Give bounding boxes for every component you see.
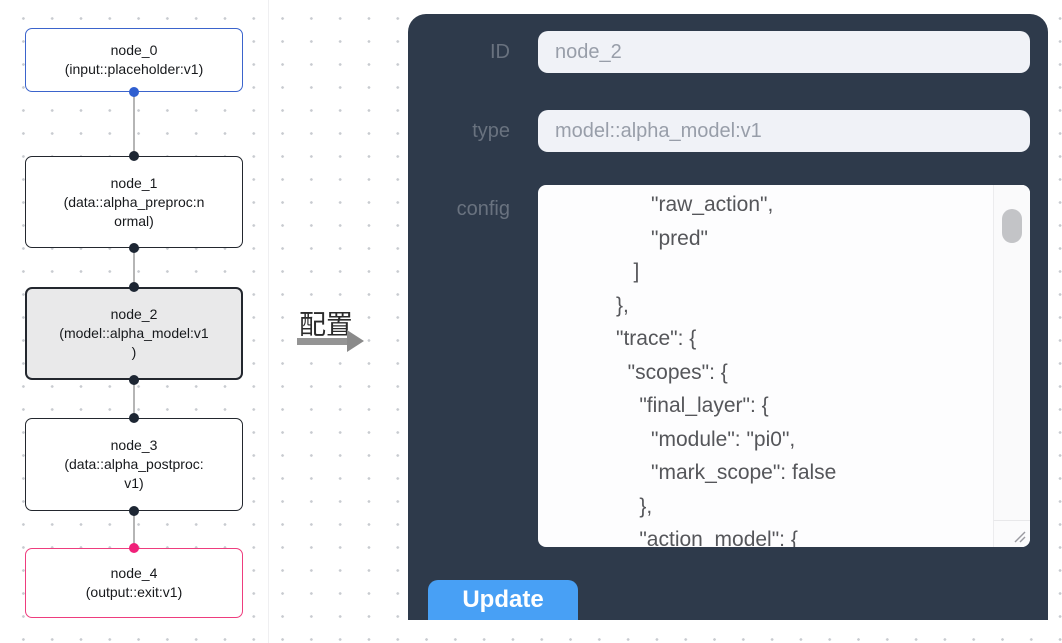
node-title: node_2 bbox=[110, 306, 158, 322]
node-subtitle: (model::alpha_model:v1 bbox=[59, 325, 209, 341]
edge-node1-node2 bbox=[133, 248, 135, 287]
connection-port[interactable] bbox=[129, 543, 139, 553]
config-textarea[interactable]: "raw_action", "pred" ] }, "trace": { "sc… bbox=[538, 185, 1030, 547]
config-annotation-label: 配置 bbox=[299, 310, 353, 340]
connection-port[interactable] bbox=[129, 87, 139, 97]
flow-node-node_2-selected[interactable]: node_2 (model::alpha_model:v1 ) bbox=[25, 287, 243, 380]
flow-node-node_3[interactable]: node_3 (data::alpha_postproc: v1) bbox=[25, 418, 243, 511]
connection-port[interactable] bbox=[129, 243, 139, 253]
config-json-line: "raw_action", bbox=[546, 193, 774, 216]
canvas-edge-divider bbox=[268, 0, 269, 643]
config-json-line: }, bbox=[546, 494, 653, 518]
scrollbar-thumb[interactable] bbox=[1002, 209, 1022, 243]
type-input[interactable]: model::alpha_model:v1 bbox=[538, 110, 1030, 152]
config-json-line: "module": "pi0", bbox=[546, 427, 796, 451]
edge-node2-node3 bbox=[133, 380, 135, 418]
connection-port[interactable] bbox=[129, 375, 139, 385]
node-title: node_0 bbox=[110, 42, 158, 58]
node-config-panel: ID node_2 type model::alpha_model:v1 con… bbox=[408, 14, 1048, 620]
connection-port[interactable] bbox=[129, 282, 139, 292]
node-subtitle: ) bbox=[131, 344, 137, 360]
node-subtitle: v1) bbox=[124, 475, 144, 491]
id-field-label: ID bbox=[490, 41, 510, 63]
config-json-line: "trace": { bbox=[546, 327, 697, 350]
config-json-line: "mark_scope": false bbox=[546, 461, 837, 484]
node-title: node_1 bbox=[110, 174, 158, 191]
node-subtitle: ormal) bbox=[114, 212, 154, 229]
right-arrow-head-icon bbox=[347, 330, 364, 352]
config-json-line: "action_model": { bbox=[546, 528, 798, 547]
config-json-line: }, bbox=[546, 293, 629, 317]
config-json-line: "final_layer": { bbox=[546, 394, 769, 417]
config-json-line: "pred" bbox=[546, 226, 708, 250]
connection-port[interactable] bbox=[129, 413, 139, 423]
edge-node0-node1 bbox=[133, 92, 135, 156]
scrollbar-track[interactable] bbox=[993, 185, 1030, 520]
resize-handle[interactable] bbox=[993, 520, 1030, 547]
id-input[interactable]: node_2 bbox=[538, 31, 1030, 73]
node-subtitle: (data::alpha_postproc: bbox=[64, 456, 204, 472]
node-title: node_3 bbox=[110, 437, 158, 453]
type-field-label: type bbox=[472, 120, 510, 142]
edge-node3-node4 bbox=[133, 511, 135, 548]
node-subtitle: (input::placeholder:v1) bbox=[64, 61, 204, 77]
node-subtitle: (data::alpha_preproc:n bbox=[63, 193, 205, 210]
config-json-line: "scopes": { bbox=[546, 360, 728, 384]
resize-grip-icon bbox=[1014, 531, 1026, 543]
update-button[interactable]: Update bbox=[428, 580, 578, 620]
connection-port[interactable] bbox=[129, 506, 139, 516]
flow-node-node_4[interactable]: node_4 (output::exit:v1) bbox=[25, 548, 243, 618]
connection-port[interactable] bbox=[129, 151, 139, 161]
config-json-content: "raw_action", "pred" ] }, "trace": { "sc… bbox=[546, 188, 992, 547]
flow-node-node_0[interactable]: node_0 (input::placeholder:v1) bbox=[25, 28, 243, 92]
config-json-line: ] bbox=[546, 260, 640, 283]
right-arrow-icon bbox=[297, 338, 347, 345]
node-title: node_4 bbox=[110, 565, 158, 581]
node-subtitle: (output::exit:v1) bbox=[85, 584, 183, 600]
config-field-label: config bbox=[456, 198, 510, 220]
flow-node-node_1[interactable]: node_1 (data::alpha_preproc:n ormal) bbox=[25, 156, 243, 248]
